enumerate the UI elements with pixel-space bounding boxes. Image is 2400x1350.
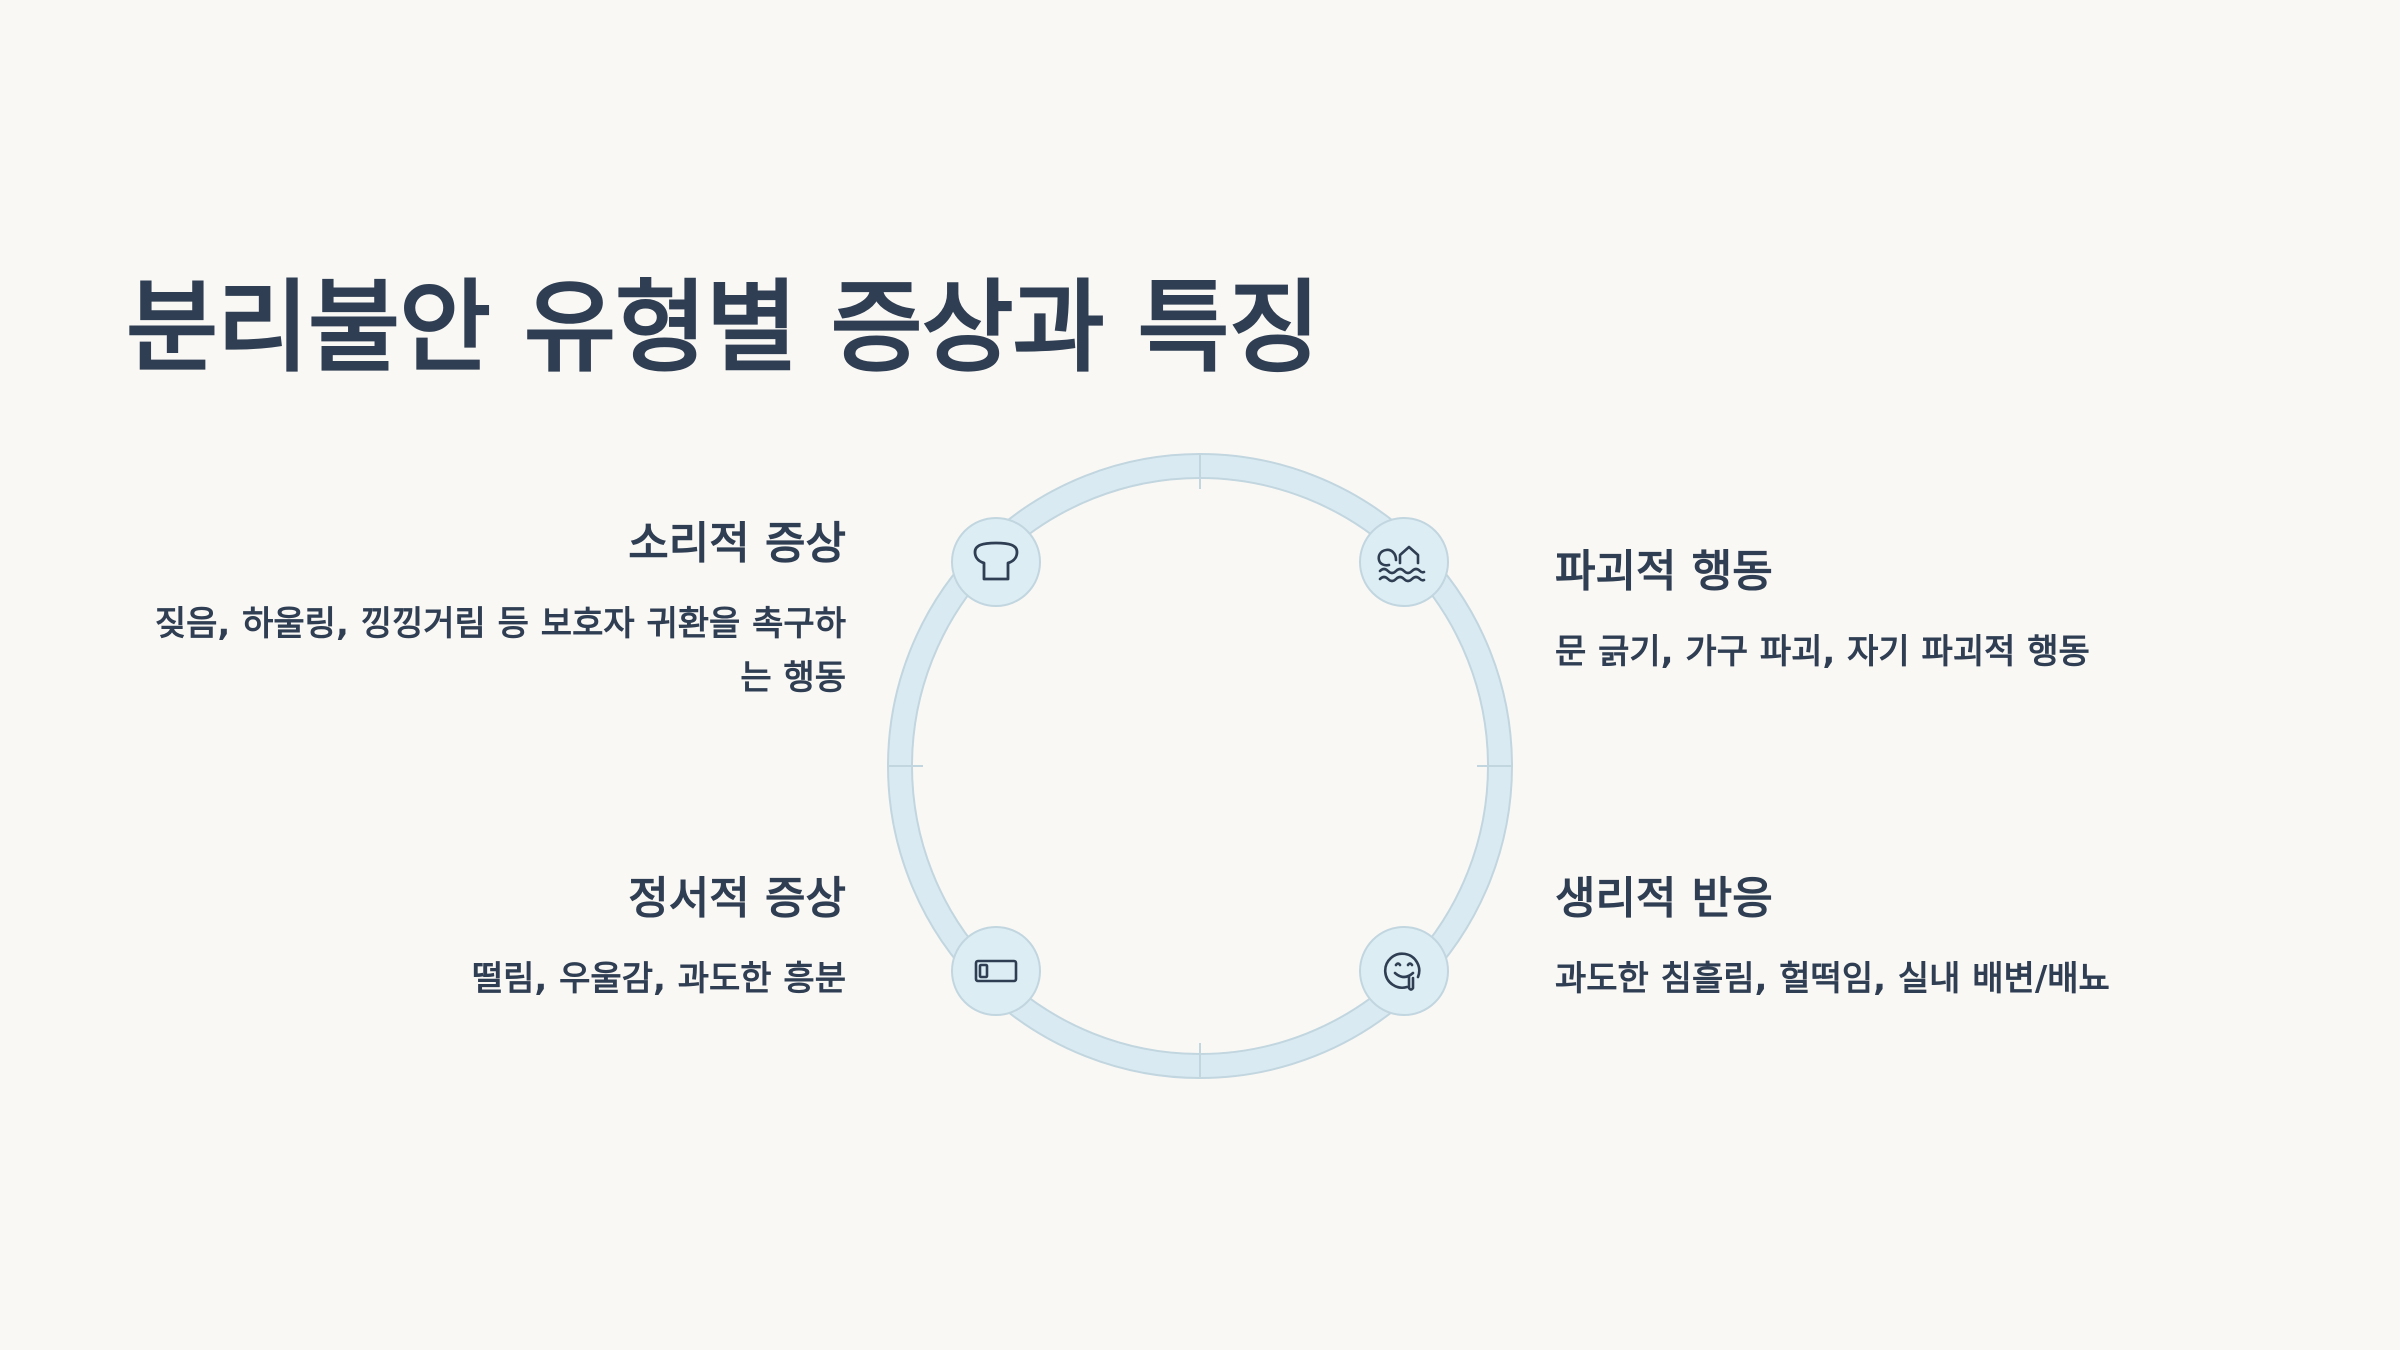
item-description: 떨림, 우울감, 과도한 흥분 [471,959,846,1000]
item-description: 과도한 침흘림, 헐떡임, 실내 배변/배뇨 [1555,959,2110,1000]
item-emotional-symptoms: 정서적 증상 떨림, 우울감, 과도한 흥분 [126,870,846,1007]
page-title: 분리불안 유형별 증상과 특징 [126,269,1320,386]
item-physiological-response: 생리적 반응 과도한 침흘림, 헐떡임, 실내 배변/배뇨 [1555,870,2315,1007]
item-description: 짖음, 하울링, 낑낑거림 등 보호자 귀환을 촉구하는 행동 [154,604,846,698]
cycle-node-vocal [951,517,1041,607]
item-heading: 파괴적 행동 [1555,546,1773,597]
waves-cloud-icon [1377,545,1426,583]
cycle-node-emotional [951,926,1041,1016]
cycle-node-destructive [1359,517,1449,607]
cycle-node-physiological [1359,926,1449,1016]
item-heading: 소리적 증상 [628,518,846,569]
item-vocal-symptoms: 소리적 증상 짖음, 하울링, 낑낑거림 등 보호자 귀환을 촉구하는 행동 [126,515,846,706]
item-description: 문 긁기, 가구 파괴, 자기 파괴적 행동 [1555,632,2090,673]
bread-icon [973,541,1019,581]
item-heading: 생리적 반응 [1555,873,1773,924]
drooling-face-icon [1383,952,1421,991]
cycle-ring [887,453,1513,1079]
battery-icon [974,959,1018,983]
item-heading: 정서적 증상 [628,873,846,924]
item-destructive-behavior: 파괴적 행동 문 긁기, 가구 파괴, 자기 파괴적 행동 [1555,543,2315,680]
